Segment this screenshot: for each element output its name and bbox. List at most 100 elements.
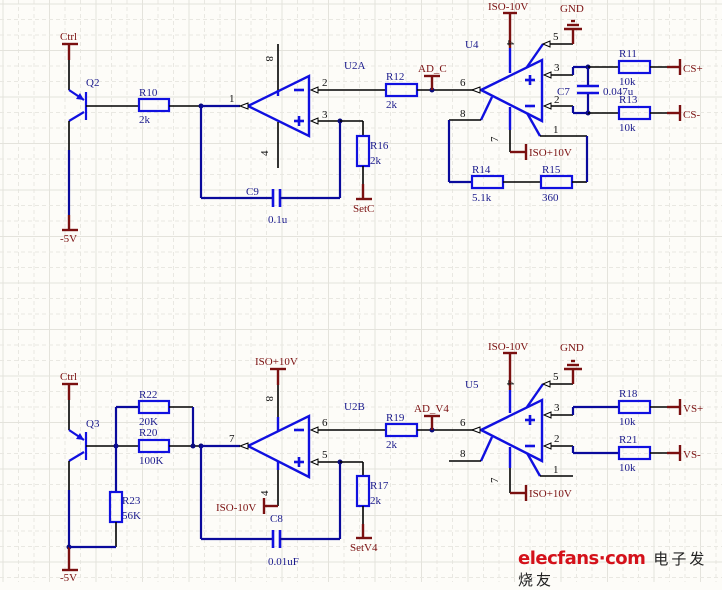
r16-ref: R16 [370,140,389,152]
setv4-label: SetV4 [350,542,378,554]
r11-ref: R11 [619,48,637,60]
r19-ref: R19 [386,412,405,424]
r22-ref: R22 [139,389,157,401]
u5-pin-2: 2 [554,433,560,445]
r14-value: 5.1k [472,192,492,204]
q2-ref: Q2 [86,77,99,89]
r18-value: 10k [619,416,636,428]
u5-pin-6: 6 [460,417,466,429]
u5-pin-7: 7 [489,477,501,483]
u2a-ref: U2A [344,60,365,72]
top-circuit: Ctrl Q2 -5V R10 2k C9 0. [60,1,703,245]
r13-ref: R13 [619,94,638,106]
ina-u4: 6 ISO-10V 4 5 GND U4 3 2 [449,1,588,160]
r10-ref: R10 [139,87,158,99]
r15-ref: R15 [542,164,561,176]
ctrl-label: Ctrl [60,31,77,43]
pin-3: 3 [322,109,328,121]
c7-ref: C7 [557,86,570,98]
r13-value: 10k [619,122,636,134]
r23-ref: R23 [122,495,141,507]
u4-pin-7: 7 [489,136,501,142]
r22-value: 20K [139,416,158,428]
u5-pin-3: 3 [554,402,560,414]
r17-value: 2k [370,495,382,507]
c9-value: 0.1u [268,214,288,226]
cs-neg-port: CS- [683,109,700,121]
iso-pos-u5: ISO+10V [529,488,572,500]
u2b-pin-5: 5 [322,449,328,461]
r11-value: 10k [619,76,636,88]
c9-ref: C9 [246,186,259,198]
u5-pin-1: 1 [553,464,559,476]
c8-value: 0.01uF [268,556,299,568]
transistor-q3: Q3 [68,418,100,462]
u2b-ref: U2B [344,401,365,413]
r21-ref: R21 [619,434,637,446]
r16-value: 2k [370,155,382,167]
u4-pin-3: 3 [554,62,560,74]
iso-neg-u4: ISO-10V [488,1,528,13]
u4-pin-1: 1 [553,124,559,136]
u2b-pin-8: 8 [263,396,275,402]
u4-pin-5: 5 [553,31,559,43]
opamp-u2a: 8 4 1 2 3 U2A [229,44,365,168]
q3-ref: Q3 [86,418,100,430]
opamp-u2b: ISO+10V 8 ISO-10V 4 7 6 5 U2B [216,356,365,514]
watermark-brand: elecfans·com [518,548,646,569]
pin-2: 2 [322,77,328,89]
r12-value: 2k [386,99,398,111]
neg5v-label-b: -5V [60,572,77,582]
ad-c-label: AD_C [418,63,447,75]
u4-pin-2: 2 [554,94,560,106]
ctrl-port-top: Ctrl [60,31,78,60]
r14-ref: R14 [472,164,491,176]
iso-neg-u2b: ISO-10V [216,502,256,514]
resistor-r10: R10 2k [137,87,171,126]
pin-1: 1 [229,93,235,105]
r18-ref: R18 [619,388,638,400]
r12-ref: R12 [386,71,404,83]
vs-neg-port: VS- [683,449,701,461]
gnd-u5: GND [560,342,584,354]
r20-value: 100K [139,455,164,467]
gnd-u4: GND [560,3,584,15]
iso-neg-u5: ISO-10V [488,341,528,353]
neg5v-label: -5V [60,233,77,245]
r17-ref: R17 [370,480,389,492]
bottom-circuit: Ctrl Q3 -5V R22 20K R20 100K [60,341,703,582]
ad-v4-label: AD_V4 [414,403,449,415]
r21-value: 10k [619,462,636,474]
u5-pin-4: 4 [504,380,516,386]
c7-value: 0.047u [603,86,634,98]
r10-value: 2k [139,114,151,126]
r20-ref: R20 [139,427,158,439]
u4-pin-6: 6 [460,77,466,89]
transistor-q2: Q2 [68,77,99,122]
pin-8: 8 [263,56,275,62]
ctrl-label-b: Ctrl [60,371,77,383]
u4-pin-4: 4 [504,40,516,46]
c8-ref: C8 [270,513,283,525]
iso-pos-u2b: ISO+10V [255,356,298,368]
ina-u5: 6 ISO-10V 4 5 GND U5 3 2 [449,341,619,501]
u5-pin-5: 5 [553,371,559,383]
cs-pos-port: CS+ [683,63,703,75]
u2b-pin-6: 6 [322,417,328,429]
r23-value: 56K [122,510,141,522]
u2b-pin-7: 7 [229,433,235,445]
u5-pin-8: 8 [460,448,466,460]
pin-4: 4 [259,150,271,156]
r19-value: 2k [386,439,398,451]
r15-value: 360 [542,192,559,204]
u5-ref: U5 [465,379,479,391]
u4-pin-8: 8 [460,108,466,120]
u2b-pin-4: 4 [259,490,271,496]
setc-label: SetC [353,203,374,215]
vs-pos-port: VS+ [683,403,703,415]
u4-ref: U4 [465,39,479,51]
iso-pos-u4: ISO+10V [529,147,572,159]
